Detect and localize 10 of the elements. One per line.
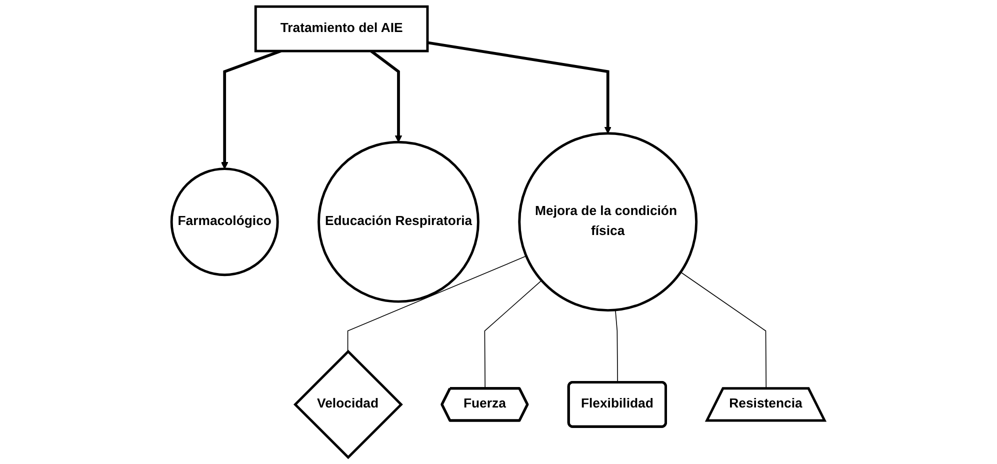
arrow <box>428 41 612 134</box>
node-circle: Educación Respiratoria <box>318 140 480 303</box>
connector <box>348 256 528 352</box>
node-circle: Farmacológico <box>170 168 280 276</box>
connector <box>615 310 618 384</box>
node-diamond: Velocidad <box>294 350 404 460</box>
connector <box>484 280 542 390</box>
node-circle: Mejora de la condición física <box>518 132 698 312</box>
node-box: Tratamiento del AIE <box>254 5 430 52</box>
connector <box>680 272 767 390</box>
